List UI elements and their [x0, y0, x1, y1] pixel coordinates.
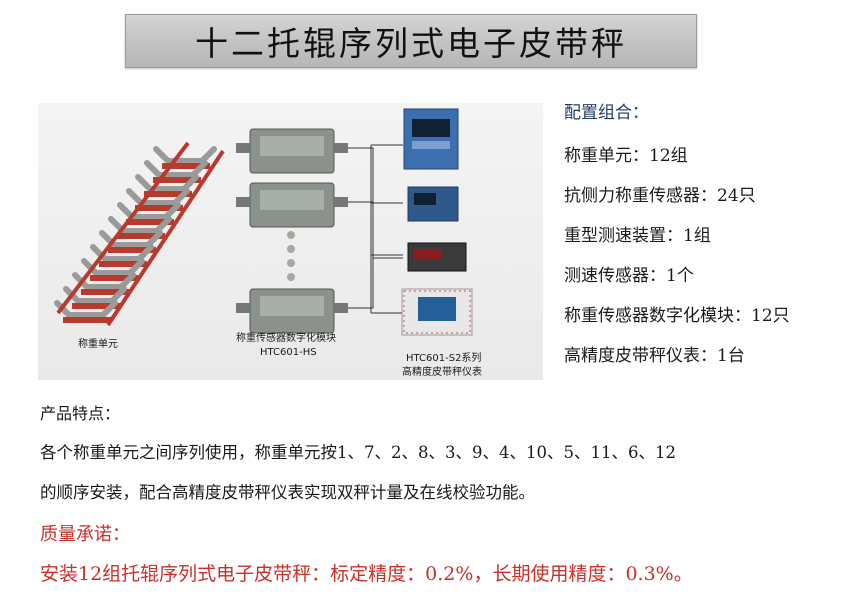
- idler-station: [135, 174, 199, 197]
- idler-station: [153, 146, 217, 169]
- idler-station: [81, 258, 145, 281]
- instrument-model: HTC601-S2系列: [406, 353, 482, 364]
- idler-station: [90, 244, 154, 267]
- module-1-icon: [236, 128, 348, 174]
- features-line: 各个称重单元之间序列使用，称重单元按1、7、2、8、3、9、4、10、5、11、…: [40, 443, 676, 462]
- instrument-icons: [401, 108, 473, 336]
- promise-heading: 质量承诺：: [40, 524, 130, 545]
- page-title: 十二托辊序列式电子皮带秤: [195, 24, 627, 63]
- idler-station: [108, 216, 172, 239]
- module-2-icon: [236, 182, 348, 228]
- features-heading: 产品特点：: [40, 404, 121, 423]
- diagram-graphic: [54, 108, 473, 336]
- config-item: 称重传感器数字化模块：12只: [564, 306, 790, 326]
- module-label: 称重传感器数字化模块: [236, 333, 336, 344]
- config-item: 测速传感器：1个: [564, 266, 694, 286]
- idler-station: [126, 188, 190, 211]
- module-model: HTC601-HS: [260, 347, 317, 358]
- promise-text: 安装12组托辊序列式电子皮带秤：标定精度：0.2%，长期使用精度：0.3%。: [40, 563, 693, 585]
- ellipsis-dots: [287, 231, 295, 281]
- title-banner: 十二托辊序列式电子皮带秤: [125, 14, 697, 68]
- config-item: 高精度皮带秤仪表：1台: [564, 346, 745, 366]
- module-3-icon: [236, 288, 348, 334]
- features-line: 的顺序安装，配合高精度皮带秤仪表实现双秤计量及在线校验功能。: [40, 483, 535, 502]
- system-diagram: 称重单元 称重传感器数字化模块 HTC601-HS HTC601-S2系列 高精…: [38, 103, 543, 380]
- conveyor-rail: [56, 141, 225, 327]
- wiring-lines: [348, 144, 403, 314]
- idler-station: [144, 160, 208, 183]
- config-heading: 配置组合：: [564, 103, 649, 123]
- idler-stations: [54, 141, 225, 327]
- config-item: 称重单元：12组: [564, 146, 688, 166]
- idler-station: [117, 202, 181, 225]
- weighing-unit-label: 称重单元: [78, 339, 118, 350]
- instrument-label: 高精度皮带秤仪表: [402, 367, 482, 378]
- config-item: 重型测速装置：1组: [564, 226, 711, 246]
- config-item: 抗侧力称重传感器：24只: [564, 186, 756, 206]
- idler-station: [99, 230, 163, 253]
- digital-modules: [236, 128, 348, 334]
